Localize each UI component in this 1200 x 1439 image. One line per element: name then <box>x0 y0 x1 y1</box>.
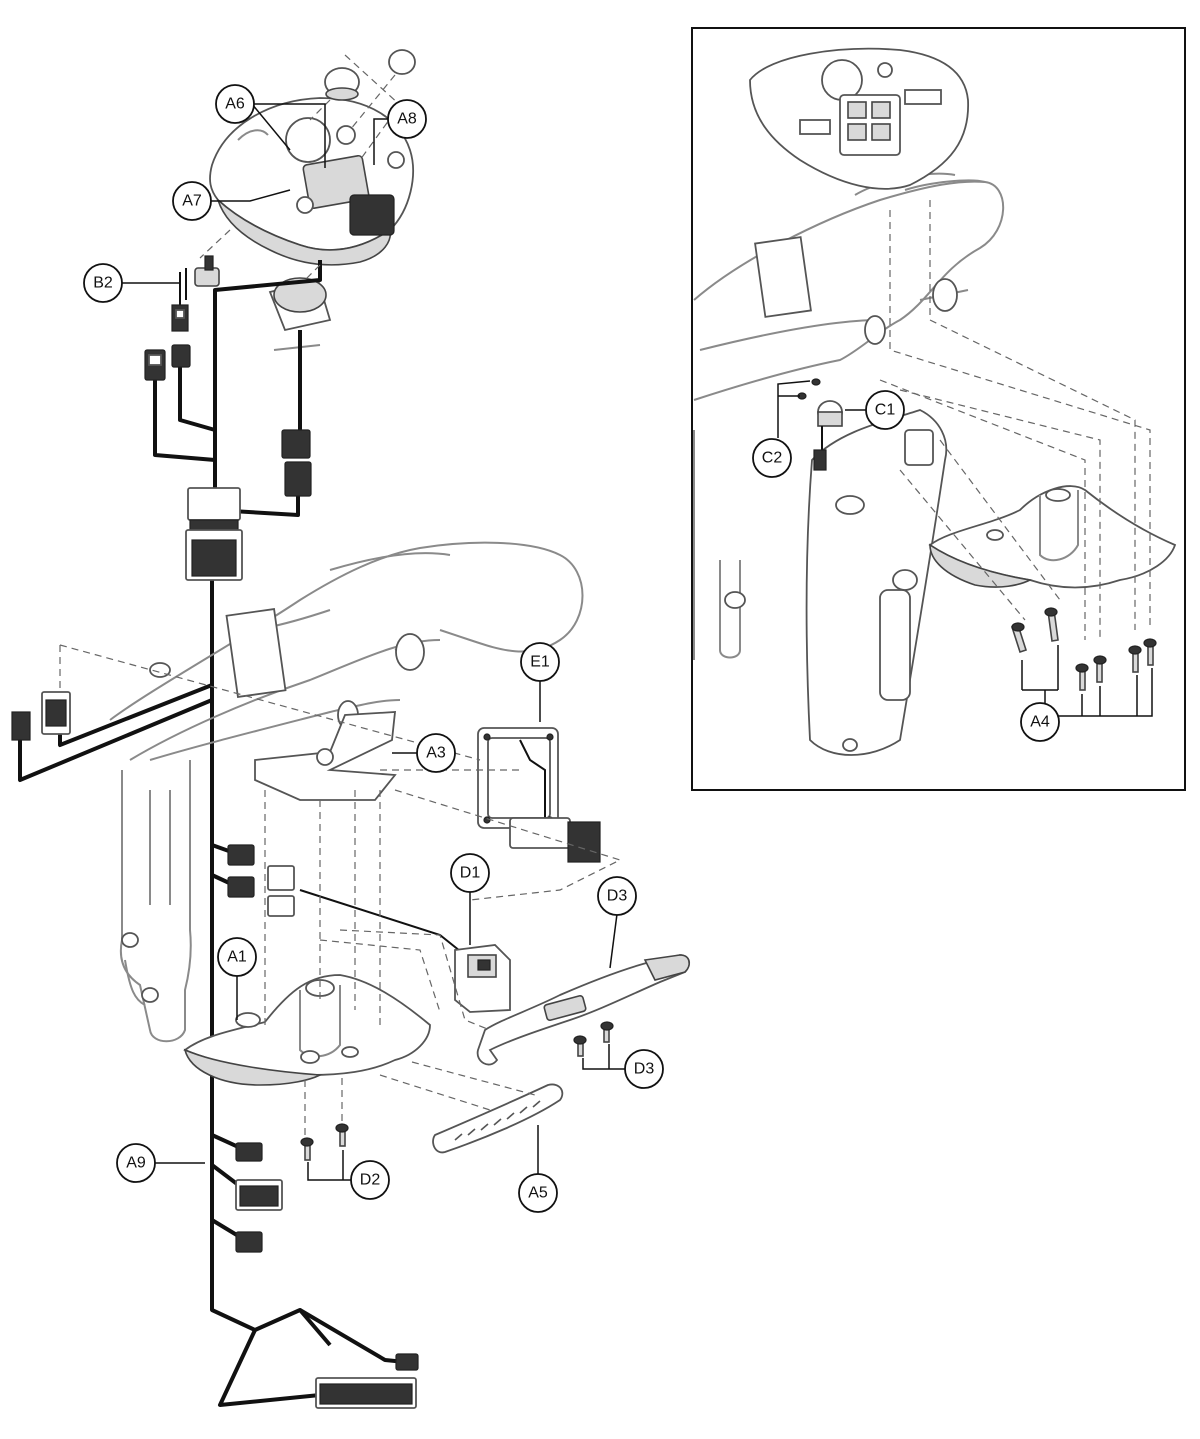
d1-switch <box>454 944 511 1013</box>
b2-potentiometer <box>171 255 220 332</box>
callout-d3-upper: D3 <box>597 876 637 916</box>
leader-a4 <box>1058 668 1153 717</box>
d2-screws <box>300 1123 349 1161</box>
inset-dashed-guide <box>939 439 1061 601</box>
top-knobs <box>309 49 416 131</box>
svg-text:D3: D3 <box>607 888 628 905</box>
callout-e1: E1 <box>520 642 560 682</box>
harness-branch <box>18 698 213 782</box>
dashed-guide <box>319 939 441 1013</box>
callout-b2: B2 <box>83 263 123 303</box>
svg-text:A6: A6 <box>225 96 245 113</box>
svg-text:A9: A9 <box>126 1155 146 1172</box>
svg-text:C1: C1 <box>875 402 896 419</box>
inset-c2-screws <box>797 378 821 400</box>
harness-wire <box>178 365 216 432</box>
svg-text:B2: B2 <box>93 275 113 292</box>
leader-d2 <box>307 1150 352 1181</box>
inset-console-top <box>749 47 969 190</box>
inset-c1-part <box>813 400 843 471</box>
svg-text:A8: A8 <box>397 111 417 128</box>
leader-a6 <box>251 103 291 151</box>
callout-a9: A9 <box>116 1143 156 1183</box>
callout-a4: A4 <box>1020 702 1060 742</box>
dashed-guide <box>339 929 491 1031</box>
callout-a8: A8 <box>387 99 427 139</box>
dashed-guide <box>59 644 481 761</box>
dashed-guide <box>394 789 622 901</box>
svg-text:A5: A5 <box>528 1185 548 1202</box>
leader-a4 <box>1021 645 1059 705</box>
handlebar-frame <box>109 541 584 761</box>
inset-lower-console <box>928 485 1177 589</box>
harness-wire <box>214 490 300 517</box>
d3-lever <box>476 954 691 1066</box>
harness-wire <box>213 260 322 490</box>
top-console <box>209 97 414 266</box>
e1-module <box>477 727 601 863</box>
callout-a7: A7 <box>172 181 212 221</box>
inset-steering-shroud <box>805 409 948 756</box>
svg-text:A4: A4 <box>1030 714 1050 731</box>
callout-d2: D2 <box>350 1160 390 1200</box>
console-button <box>268 277 332 351</box>
dashed-guide <box>304 264 321 281</box>
a1-lower-console <box>183 974 431 1086</box>
callout-d3-lower: D3 <box>624 1049 664 1089</box>
dashed-guide <box>304 1078 343 1140</box>
callout-a6: A6 <box>215 84 255 124</box>
harness-connectors <box>11 344 419 1409</box>
harness-wire <box>298 1308 406 1364</box>
harness-branch <box>58 683 213 747</box>
tiller-column <box>120 760 192 1043</box>
dashed-guide <box>199 229 231 259</box>
callout-a3: A3 <box>416 733 456 773</box>
leader-a7 <box>210 189 291 202</box>
inset-dashed-guide <box>879 379 1086 640</box>
d3-screws <box>573 1021 614 1057</box>
callout-a5: A5 <box>518 1173 558 1213</box>
inset-tiller-frame <box>693 172 1005 660</box>
a5-cover-strip <box>432 1083 564 1154</box>
svg-text:D2: D2 <box>360 1172 381 1189</box>
dashed-guide <box>411 1061 536 1096</box>
leader-a6 <box>252 103 326 168</box>
leader-a8 <box>373 118 390 165</box>
inset-dashed-guide <box>929 200 1136 630</box>
callout-c2: C2 <box>752 438 792 478</box>
a3-bracket <box>254 711 397 801</box>
inset-screws-a4 <box>1010 607 1157 691</box>
svg-text:A7: A7 <box>182 193 202 210</box>
callout-d1: D1 <box>450 853 490 893</box>
dashed-guide <box>379 1074 491 1111</box>
callout-c1: C1 <box>865 390 905 430</box>
harness-wire <box>218 1329 321 1407</box>
svg-text:A1: A1 <box>227 949 247 966</box>
svg-text:D3: D3 <box>634 1061 655 1078</box>
leader-d3 <box>609 913 618 969</box>
svg-text:A3: A3 <box>426 745 446 762</box>
inset-detail-frame <box>691 27 1186 791</box>
svg-text:E1: E1 <box>530 654 550 671</box>
callout-a1: A1 <box>217 937 257 977</box>
leader-c2 <box>777 380 811 438</box>
inset-dashed-guide <box>889 210 1151 630</box>
svg-text:D1: D1 <box>460 865 481 882</box>
inset-dashed-guide <box>899 469 1026 621</box>
svg-text:C2: C2 <box>762 450 783 467</box>
harness-thin-wire <box>299 889 466 956</box>
harness-wire <box>153 380 216 462</box>
leader-d3 <box>582 1044 626 1070</box>
inset-dashed-guide <box>899 389 1101 640</box>
